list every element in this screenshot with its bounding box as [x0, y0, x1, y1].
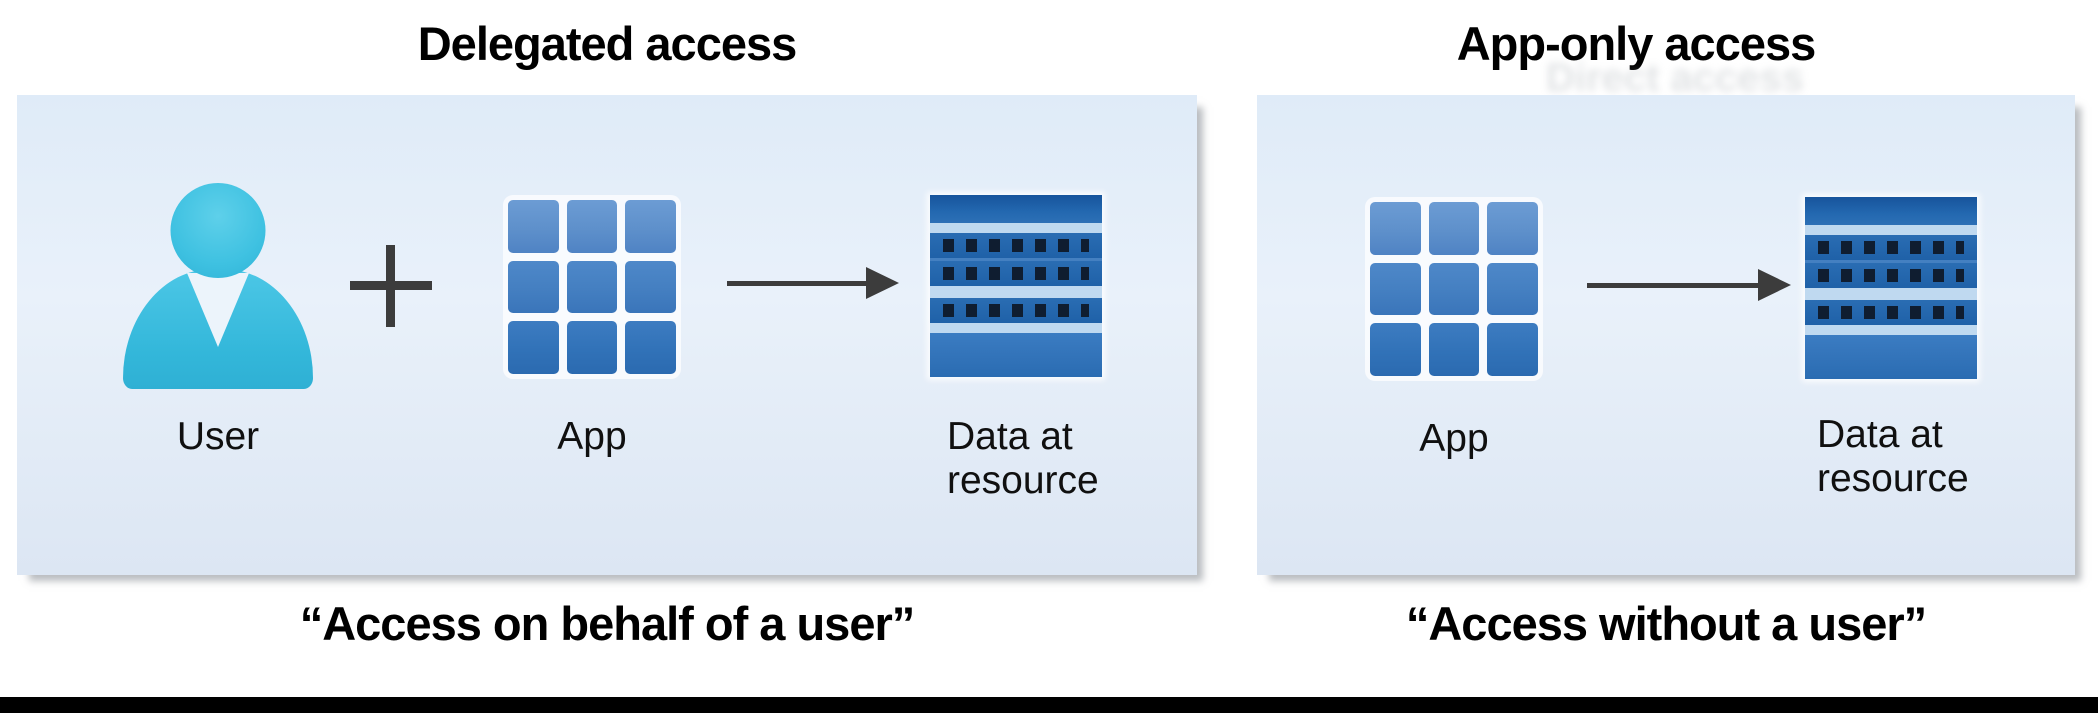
- delegated-access-caption: “Access on behalf of a user”: [299, 597, 916, 650]
- app-only-access-title: App-only access: [1456, 17, 1817, 70]
- arrow-icon: [727, 267, 899, 299]
- data-resource-icon: [930, 195, 1102, 377]
- plus-icon: [350, 245, 432, 327]
- user-label: User: [176, 415, 260, 458]
- app-only-access-panel: App Data at resource: [1257, 95, 2075, 575]
- app-only-access-caption: “Access without a user”: [1405, 597, 1927, 650]
- user-icon-collar: [187, 273, 249, 347]
- bottom-black-bar: [0, 697, 2098, 713]
- delegated-access-title: Delegated access: [417, 17, 798, 70]
- data-resource-label: Data at resource: [1817, 413, 1969, 500]
- arrow-icon: [1587, 269, 1791, 301]
- data-resource-label: Data at resource: [947, 415, 1099, 502]
- data-resource-icon: [1805, 197, 1977, 379]
- user-icon-head: [170, 183, 266, 278]
- delegated-access-panel: User App Data at resour: [17, 95, 1197, 575]
- user-icon: [120, 183, 316, 389]
- app-grid-icon: [503, 195, 681, 379]
- app-label: App: [557, 415, 627, 458]
- ghost-text-artifact: Direct access: [1546, 56, 1804, 100]
- app-grid-icon: [1365, 197, 1543, 381]
- app-label: App: [1419, 417, 1489, 460]
